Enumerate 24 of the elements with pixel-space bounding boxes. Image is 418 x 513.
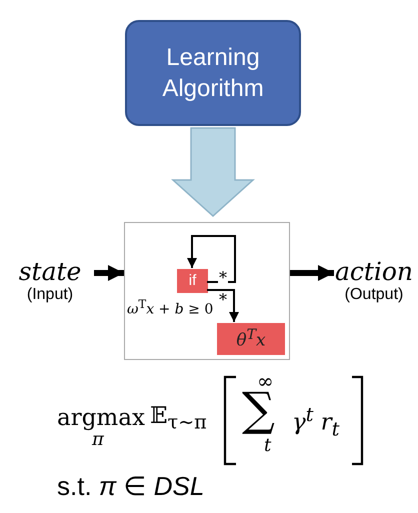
caption-text: (Input) [26,286,74,304]
formula-text: π [92,430,104,450]
formula-text: θ$^{T}$x [236,326,266,352]
formula-text: γ$^{t}$ r$_{t}$ [292,404,340,440]
block-arrow [171,127,255,217]
formula-text: argmax [57,406,145,432]
formula-text: t [264,436,272,456]
variable-label: state [18,258,82,286]
arrow [187,235,236,283]
box-label: Learning Algorithm [161,42,265,104]
edge-label: * [218,272,228,284]
formula-text: s.t. π ∈ DSL [57,472,204,501]
arrow [290,265,334,281]
variable-label: action [334,258,414,286]
condition-formula: ω$^{T}$x + b ≥ 0 [127,297,214,318]
formula-text: 𝔼$_{τ∼π}$ [150,404,207,433]
formula-text: if [188,271,196,291]
arrow [207,289,239,322]
formula-text: ∞ [257,370,274,392]
program-box [124,222,290,360]
process-box [125,20,301,126]
output-box [217,323,285,355]
arrow [94,265,124,281]
caption-text: (Output) [344,286,404,304]
